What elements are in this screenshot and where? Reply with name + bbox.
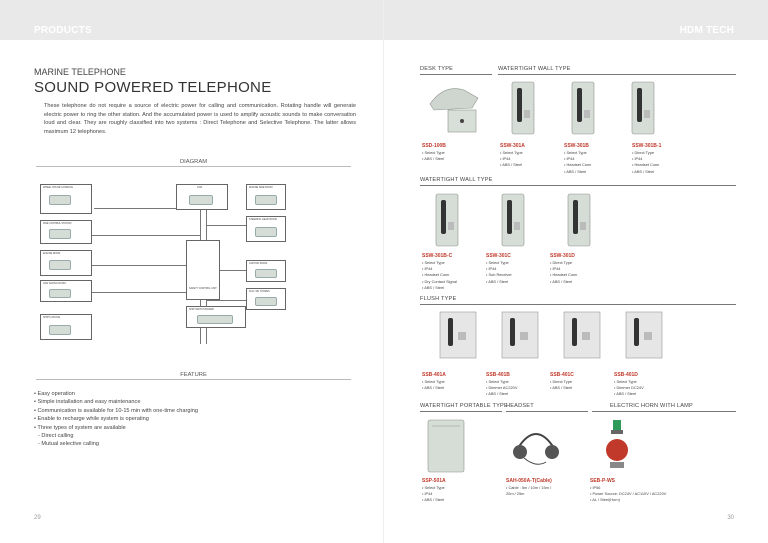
product-specs: • Select Type• IP44• Headset Conn• ABS /… [564,150,592,174]
product-specs: • Cable : 5m / 10m / 15m / 20m / 25m [506,485,552,497]
feature-item: • Enable to recharge while system is ope… [34,416,149,423]
product-specs: • Select Type• IP44• ABS / Steel [500,150,523,168]
feature-heading: FEATURE [36,368,351,380]
product-specs: • Select Type• IP44• ABS / Steel [422,485,445,503]
wall-phone-image [631,81,655,135]
top-bar: HDM TECH [384,0,768,40]
heading-desk-type: DESK TYPE [420,66,454,72]
product-name: SSW-301B-C [422,253,453,259]
product-name: SSB-401B [486,372,510,378]
heading-rule [420,185,736,186]
right-page: HDM TECH DESK TYPE WATERTIGHT WALL TYPE … [384,0,768,543]
product-name: SSW-301D [550,253,575,259]
feature-item: • Easy operation [34,391,75,397]
feature-item: • Communication is available for 10-15 m… [34,407,198,414]
product-name: SSW-301A [500,143,525,149]
page-number-left: 29 [34,515,41,521]
page-title: SOUND POWERED TELEPHONE [34,79,272,96]
diagram-box-wheel-house: WHEEL HOUSE CONSOLE [40,184,92,214]
product-specs: • Select Type• ABS / Steel [422,379,445,391]
horn-lamp-image [606,420,628,468]
desk-phone-image [429,88,479,133]
section-subtitle: MARINE TELEPHONE [34,67,126,77]
product-name: SSP-501A [422,478,446,484]
product-name: SSW-301B-1 [632,143,662,149]
heading-wall-type-top: WATERTIGHT WALL TYPE [498,66,571,72]
header-brand: HDM TECH [679,25,734,36]
product-specs: • Select Type• Dimmer DC24V• ABS / Steel [614,379,644,397]
wall-phone-image [501,193,525,247]
diagram-box-switch-board: SHIP SWITCH BOARD [186,306,246,328]
product-name: SEB-P-WS [590,478,615,484]
top-bar: PRODUCTS [0,0,383,40]
diagram-box-steering: STEERING GEAR ROOM [246,216,286,242]
feature-item: • Three types of system are available [34,424,126,431]
heading-flush-type: FLUSH TYPE [420,296,457,302]
diagram-heading: DIAGRAM [36,155,351,167]
heading-rule [592,411,736,412]
system-diagram: WHEEL HOUSE CONSOLE CCR ENGINE SIDE ROOM… [36,180,351,360]
heading-rule [420,74,492,75]
heading-rule [506,411,588,412]
intro-paragraph: These telephone do not require a source … [44,103,356,135]
product-specs: • Select Type• IP44• Headset Conn• Dry C… [422,260,457,290]
diagram-box-ccr: CCR [176,184,228,210]
product-specs: • Select Type• ABS / Steel [422,150,445,162]
feature-item: • Simple installation and easy maintenan… [34,399,141,406]
product-name: SAH-050A-T(Cable) [506,478,552,484]
diagram-box-fire-control: FIRE CONTROL STATION [40,220,92,244]
headset-image [513,433,559,465]
flush-phone-image [501,311,539,359]
product-name: SSW-301B [564,143,589,149]
diagram-box-full-sb: FULL SB. STORES [246,288,286,310]
product-specs: • IP56• Power Source: DC24V / AC110V / A… [590,485,667,503]
wall-phone-image [435,193,459,247]
product-specs: • Select Type• Dimmer AC220V• ABS / Stee… [486,379,518,397]
product-name: SSB-401A [422,372,446,378]
product-specs: • Select Type• IP44• Sub Receiver• ABS /… [486,260,512,284]
diagram-box-captain: CAPTAIN ROOM [246,260,286,282]
wall-phone-image [511,81,535,135]
page-number-right: 30 [727,515,734,521]
product-name: SSB-401D [614,372,638,378]
flush-phone-image [563,311,601,359]
diagram-box-safety-control: SAFETY CONTROL UNIT [186,240,220,300]
diagram-box-ships-office: SHIP'S OFFICE [40,314,92,340]
header-products: PRODUCTS [34,25,92,36]
diagram-box-life-saving: LIFE SAVING ROOM [40,280,92,302]
flush-phone-image [439,311,477,359]
heading-wall-type: WATERTIGHT WALL TYPE [420,177,493,183]
diagram-box-engine-side: ENGINE SIDE ROOM [246,184,286,210]
heading-headset: HEADSET [506,403,534,409]
feature-list: • Easy operation • Simple installation a… [34,390,198,449]
heading-portable-type: WATERTIGHT PORTABLE TYPE [420,403,508,409]
heading-rule [420,411,502,412]
feature-subitem: - Direct calling [38,433,74,440]
product-name: SSW-301C [486,253,511,259]
heading-rule [420,304,736,305]
product-name: SSD-100B [422,143,446,149]
heading-rule [498,74,736,75]
left-page: PRODUCTS MARINE TELEPHONE SOUND POWERED … [0,0,384,543]
portable-phone-image [427,419,465,473]
heading-horn: ELECTRIC HORN WITH LAMP [610,403,693,409]
wall-phone-image [567,193,591,247]
feature-subitem: - Mutual selective calling [38,441,99,448]
product-specs: • Direct Type• IP44• Headset Conn• ABS /… [550,260,578,284]
product-specs: • Direct Type• ABS / Steel [550,379,573,391]
flush-phone-image [625,311,663,359]
product-specs: • Direct Type• IP44• Headset Conn• ABS /… [632,150,660,174]
product-name: SSB-401C [550,372,574,378]
diagram-box-engine-room: ENGINE ROOM [40,250,92,276]
wall-phone-image [571,81,595,135]
